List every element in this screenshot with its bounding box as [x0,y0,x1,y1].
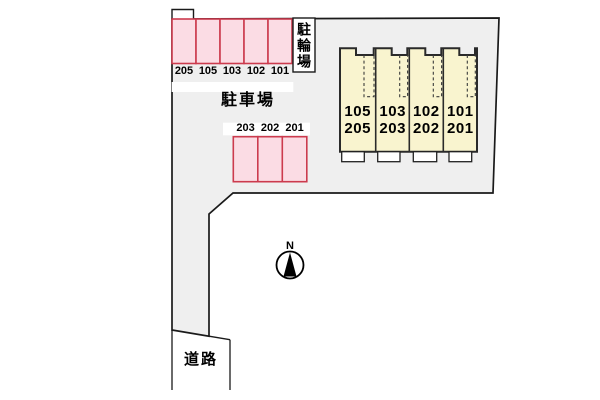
compass-icon [275,250,305,280]
parking-lot-label: 駐車場 [220,92,275,109]
unit-label-upper: 101 [447,103,474,120]
parking-stall [281,135,308,183]
bicycle-parking-label: 駐輪場 [296,22,312,70]
entrance-step [377,151,401,163]
parking-stall [195,18,221,65]
parking-stall [171,18,197,65]
parking-stall [243,18,269,65]
parking-stall [256,135,284,183]
driveway-strip [223,122,310,136]
entrance-step [341,151,365,163]
unit-label-lower: 201 [447,120,474,137]
parking-stall [267,18,293,65]
parking-stall [219,18,245,65]
road-label: 道路 [183,351,218,368]
unit-label-lower: 203 [379,120,406,137]
unit-label-upper: 105 [344,103,371,120]
stall-label: 201 [285,121,304,134]
stall-label: 205 [174,65,194,77]
stall-label: 101 [270,65,290,77]
road-lines [171,330,231,390]
stall-label: 102 [246,65,266,77]
entrance-step [448,151,473,163]
stall-label: 103 [222,65,242,77]
unit-label-upper: 103 [379,103,406,120]
boundary-notch [171,8,195,19]
entrance-step [412,151,438,163]
compass-north-label: N [286,240,294,252]
balcony-dashed-outline [432,55,443,98]
unit-label-upper: 102 [413,103,440,120]
parking-row-top [171,18,293,65]
bicycle-parking-box [292,17,316,73]
stall-label: 202 [260,121,280,134]
unit-label-lower: 205 [344,120,371,137]
parking-stall [232,135,259,183]
balcony-dashed-outline [466,55,476,98]
parking-row-mid [232,135,308,183]
stall-label: 203 [236,121,255,134]
balcony-dashed-outline [363,55,375,98]
balcony-dashed-outline [399,55,409,98]
unit-label-lower: 202 [413,120,440,137]
driveway-strip [171,82,294,92]
stall-label: 105 [198,65,218,77]
